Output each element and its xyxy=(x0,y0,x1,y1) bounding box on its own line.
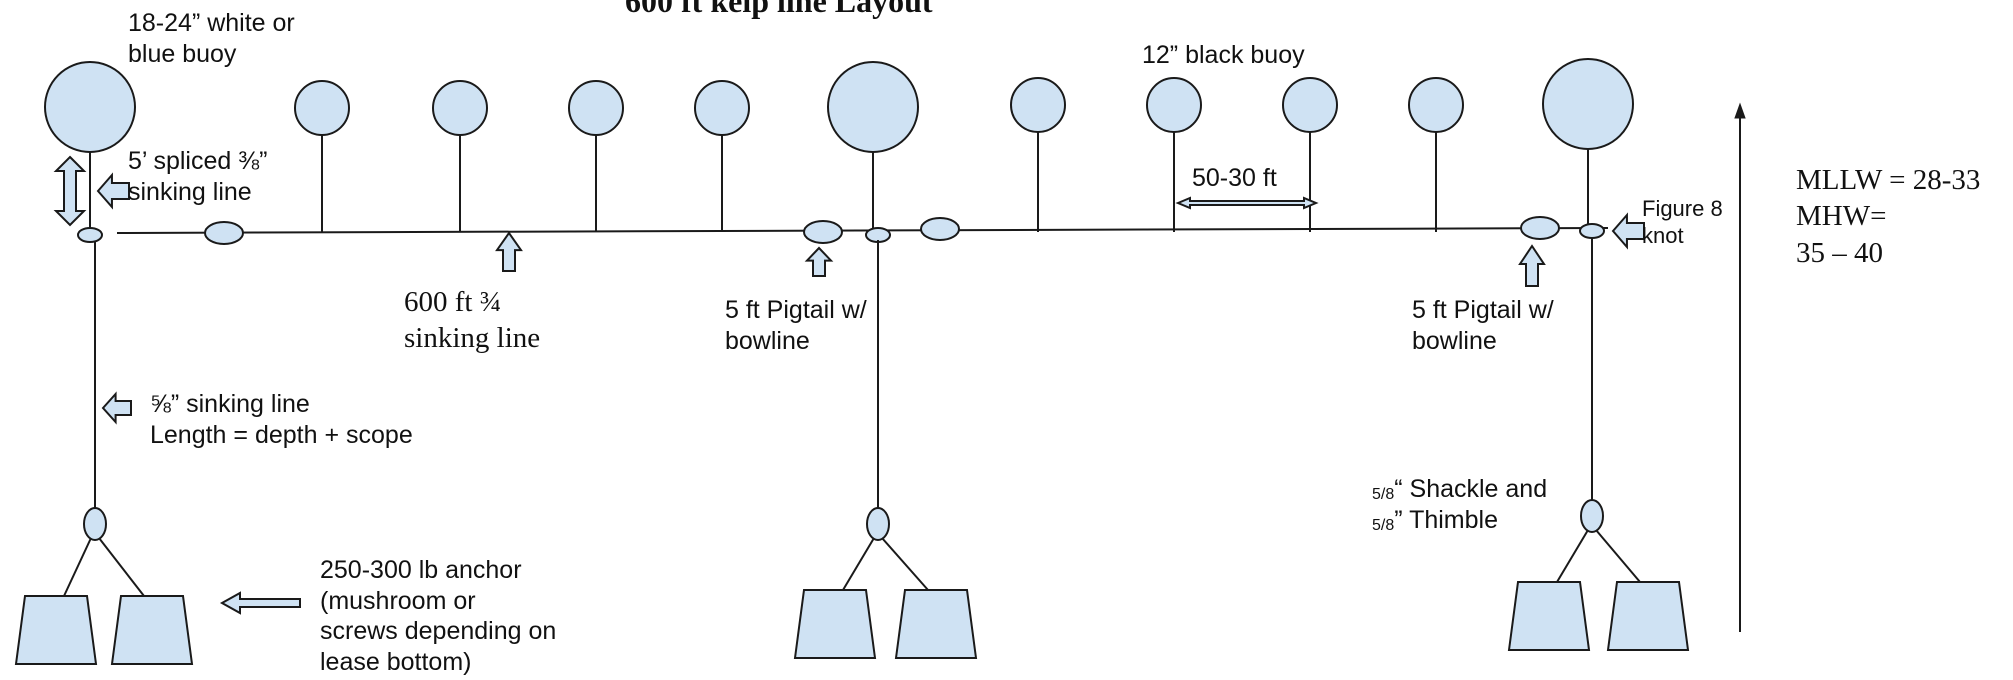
large-buoy xyxy=(827,61,919,153)
depth-arrow-head-icon xyxy=(1734,102,1746,119)
anchor-line-label-line-2: Length = depth + scope xyxy=(150,420,413,449)
pigtail-mid-label-line-2: bowline xyxy=(725,326,810,355)
small-buoy xyxy=(1146,77,1202,133)
small-buoy xyxy=(294,80,350,136)
pigtail-loop xyxy=(1520,216,1560,240)
left-arrow-icon xyxy=(219,591,301,615)
spacing-label: 50-30 ft xyxy=(1192,164,1277,192)
thimble-label-line: 5/8” Thimble xyxy=(1372,505,1547,536)
main-line-label: 600 ft ¾ sinking line xyxy=(404,284,540,357)
small-buoy xyxy=(1408,77,1464,133)
anchor-label-line-3: screws depending on xyxy=(320,617,557,645)
left-arrow-icon xyxy=(96,172,130,210)
figure-8-knot xyxy=(77,227,103,243)
anchor-block xyxy=(793,589,877,659)
anchor-bridle-right xyxy=(1595,529,1641,583)
anchor-shackle xyxy=(83,507,107,541)
anchor-block xyxy=(894,589,978,659)
anchor-bridle-right xyxy=(98,537,145,597)
double-arrow-icon xyxy=(53,155,87,227)
up-arrow-icon xyxy=(1518,244,1546,287)
diagram-title: 600 ft kelp line Layout xyxy=(625,0,933,19)
pigtail-mid-label: 5 ft Pigtail w/ bowline xyxy=(725,295,867,356)
pigtail-right-label-line-2: bowline xyxy=(1412,326,1497,355)
small-buoy xyxy=(1282,77,1338,133)
tide-mllw-label: MLLW = 28-33 xyxy=(1796,164,1981,196)
anchor-bridle-left xyxy=(842,537,875,591)
anchor-bridle-left xyxy=(1556,529,1589,583)
shackle-label-line: 5/8“ Shackle and xyxy=(1372,474,1547,505)
small-buoy xyxy=(568,80,624,136)
figure-8-knot-label-line-1: Figure 8 xyxy=(1642,196,1723,221)
anchor-block xyxy=(1606,581,1690,651)
tide-mhw-label: MHW= xyxy=(1796,200,1887,233)
pigtail-loop xyxy=(204,221,244,245)
pigtail-right-label: 5 ft Pigtail w/ bowline xyxy=(1412,295,1554,356)
spliced-line-label: 5’ spliced ⅜” sinking line xyxy=(128,146,267,207)
anchor-label-line-2: (mushroom or xyxy=(320,586,476,615)
small-buoy-label: 12” black buoy xyxy=(1142,41,1305,69)
main-line-label-line-1: 600 ft ¾ xyxy=(404,286,502,318)
anchor-shackle xyxy=(866,507,890,541)
shackle-size: 5/8 xyxy=(1372,486,1395,503)
tide-mhw-value: 35 – 40 xyxy=(1796,236,1883,269)
large-buoy-label-line-1: 18-24” white or xyxy=(128,9,295,37)
anchor-bridle-left xyxy=(63,537,92,597)
anchor-line-label: ⅝” sinking line Length = depth + scope xyxy=(150,389,413,450)
thimble-size: 5/8 xyxy=(1372,516,1395,534)
figure-8-knot-label-line-2: knot xyxy=(1642,222,1684,248)
anchor-label-line-1: 250-300 lb anchor xyxy=(320,556,522,584)
small-buoy xyxy=(432,80,488,136)
figure-8-knot xyxy=(865,227,891,243)
anchor-block xyxy=(14,595,98,665)
left-arrow-icon xyxy=(1611,212,1645,250)
pigtail-loop xyxy=(920,217,960,241)
main-sinking-line xyxy=(116,227,1609,234)
up-arrow-icon xyxy=(495,231,523,272)
spacing-double-arrow-icon xyxy=(1175,196,1319,210)
anchor-block xyxy=(110,595,194,665)
large-buoy xyxy=(1542,58,1634,150)
anchor-shackle xyxy=(1580,499,1604,533)
anchor-label: 250-300 lb anchor (mushroom or screws de… xyxy=(320,555,556,677)
large-buoy-label: 18-24” white or blue buoy xyxy=(128,8,295,69)
pigtail-mid-label-line-1: 5 ft Pigtail w/ xyxy=(725,296,867,324)
shackle-thimble-label: 5/8“ Shackle and 5/8” Thimble xyxy=(1372,474,1547,535)
small-buoy xyxy=(694,80,750,136)
anchor-block xyxy=(1507,581,1591,651)
anchor-line-label-line-1: ⅝” sinking line xyxy=(150,390,310,418)
shackle-text: “ Shackle and xyxy=(1394,475,1548,503)
thimble-text: ” Thimble xyxy=(1394,505,1498,534)
main-line-label-line-2: sinking line xyxy=(404,322,541,355)
anchor-label-line-4: lease bottom) xyxy=(320,647,472,676)
figure-8-knot xyxy=(1579,223,1605,239)
small-buoy xyxy=(1010,77,1066,133)
anchor-bridle-right xyxy=(881,537,929,591)
large-buoy-label-line-2: blue buoy xyxy=(128,39,237,68)
left-arrow-icon xyxy=(101,391,132,425)
pigtail-right-label-line-1: 5 ft Pigtail w/ xyxy=(1412,296,1554,324)
spliced-line-label-line-1: 5’ spliced ⅜” xyxy=(128,147,268,175)
tide-depth-label: MLLW = 28-33 MHW= 35 – 40 xyxy=(1796,162,1980,271)
up-arrow-icon xyxy=(804,246,834,277)
large-buoy xyxy=(44,61,136,153)
pigtail-loop xyxy=(803,220,843,244)
spliced-line-label-line-2: sinking line xyxy=(128,177,252,206)
figure-8-knot-label: Figure 8 knot xyxy=(1642,196,1723,250)
